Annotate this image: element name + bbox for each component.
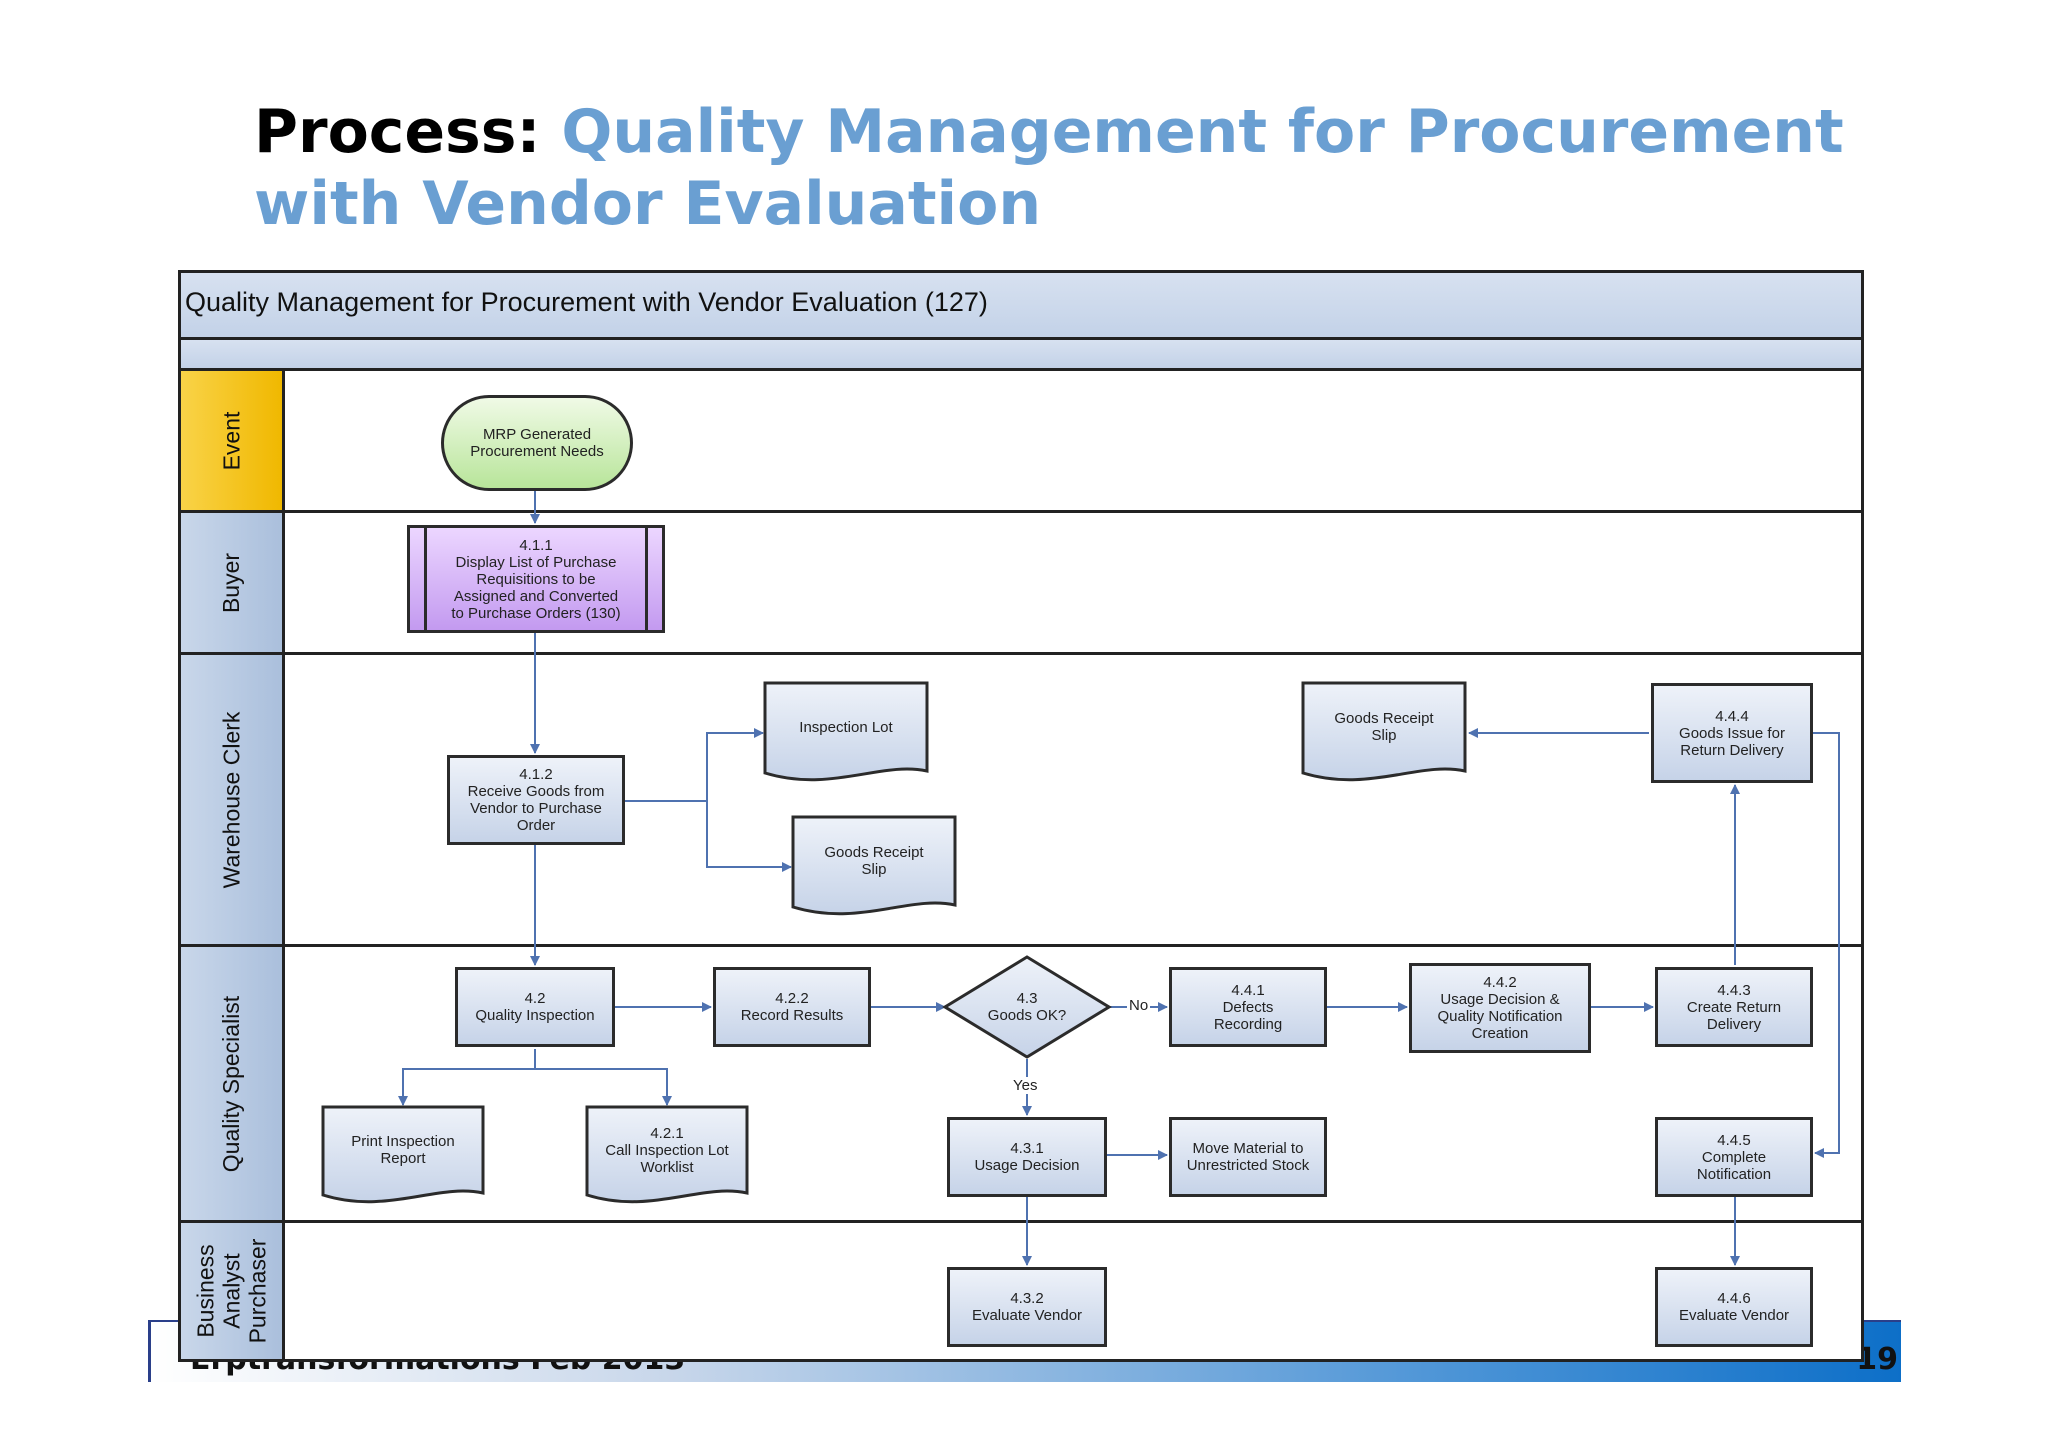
diamond-goods-ok (942, 955, 1112, 1059)
task-4-2[interactable]: 4.2 Quality Inspection (455, 967, 615, 1047)
task-4-4-4[interactable]: 4.4.4 Goods Issue for Return Delivery (1651, 683, 1813, 783)
lane-label-quality: Quality Specialist (181, 947, 285, 1220)
doc-goods-receipt-1 (791, 815, 957, 916)
subprocess-4-1-1[interactable]: 4.1.1 Display List of Purchase Requisiti… (407, 525, 665, 633)
edge-label-yes: Yes (1011, 1077, 1040, 1094)
doc-label-inspection-lot[interactable]: Inspection Lot (799, 718, 893, 736)
diagram-title: Quality Management for Procurement with … (185, 287, 988, 317)
doc-print-report (321, 1105, 485, 1204)
diagram-header: Quality Management for Procurement with … (181, 273, 1861, 340)
start-event-mrp[interactable]: MRP Generated Procurement Needs (441, 395, 633, 491)
edge-42-split (398, 1049, 536, 1106)
task-4-4-3[interactable]: 4.4.3 Create Return Delivery (1655, 967, 1813, 1047)
task-4-3-1[interactable]: 4.3.1 Usage Decision (947, 1117, 1107, 1197)
slide-title: Process: Quality Management for Procurem… (254, 96, 1954, 240)
doc-label-goods-receipt-1[interactable]: Goods Receipt Slip (824, 844, 924, 878)
diagram-subheader (181, 340, 1861, 371)
task-4-2-2[interactable]: 4.2.2 Record Results (713, 967, 871, 1047)
doc-goods-receipt-2 (1301, 681, 1467, 782)
edge-label-no: No (1127, 997, 1151, 1014)
title-prefix: Process: (254, 97, 541, 167)
lane-label-buyer: Buyer (181, 513, 285, 652)
task-4-1-2[interactable]: 4.1.2 Receive Goods from Vendor to Purch… (447, 755, 625, 845)
lane-label-business: Business Analyst Purchaser (181, 1223, 285, 1359)
edge-444-to-445 (1811, 732, 1840, 1158)
edge-412-to-receipt (706, 801, 792, 872)
edge-412-split (623, 728, 764, 802)
lane-warehouse-clerk: Warehouse Clerk (181, 655, 1861, 947)
doc-label-inspection-worklist[interactable]: 4.2.1 Call Inspection Lot Worklist (605, 1124, 729, 1176)
doc-inspection-worklist (585, 1105, 749, 1204)
task-4-4-2[interactable]: 4.4.2 Usage Decision & Quality Notificat… (1409, 963, 1591, 1053)
doc-inspection-lot (763, 681, 929, 782)
doc-label-goods-receipt-2[interactable]: Goods Receipt Slip (1334, 710, 1434, 744)
title-highlight: Quality Management for Procurement with … (254, 97, 1844, 239)
decision-4-3[interactable]: 4.3 Goods OK? (987, 990, 1067, 1024)
connectors (321, 491, 1840, 1266)
task-move-material[interactable]: Move Material to Unrestricted Stock (1169, 1117, 1327, 1197)
lane-buyer: Buyer (181, 513, 1861, 655)
lane-business-analyst: Business Analyst Purchaser (181, 1223, 1861, 1359)
lane-event: Event (181, 371, 1861, 513)
task-4-3-2[interactable]: 4.3.2 Evaluate Vendor (947, 1267, 1107, 1347)
edge-42-to-421 (535, 1068, 672, 1106)
task-4-4-5[interactable]: 4.4.5 Complete Notification (1655, 1117, 1813, 1197)
lane-quality-specialist: Quality Specialist (181, 947, 1861, 1223)
task-4-4-1[interactable]: 4.4.1 Defects Recording (1169, 967, 1327, 1047)
lane-label-event: Event (181, 371, 285, 510)
task-4-4-6[interactable]: 4.4.6 Evaluate Vendor (1655, 1267, 1813, 1347)
doc-label-print-report[interactable]: Print Inspection Report (351, 1133, 455, 1167)
process-diagram: Quality Management for Procurement with … (178, 270, 1864, 1362)
lane-label-warehouse: Warehouse Clerk (181, 655, 285, 944)
